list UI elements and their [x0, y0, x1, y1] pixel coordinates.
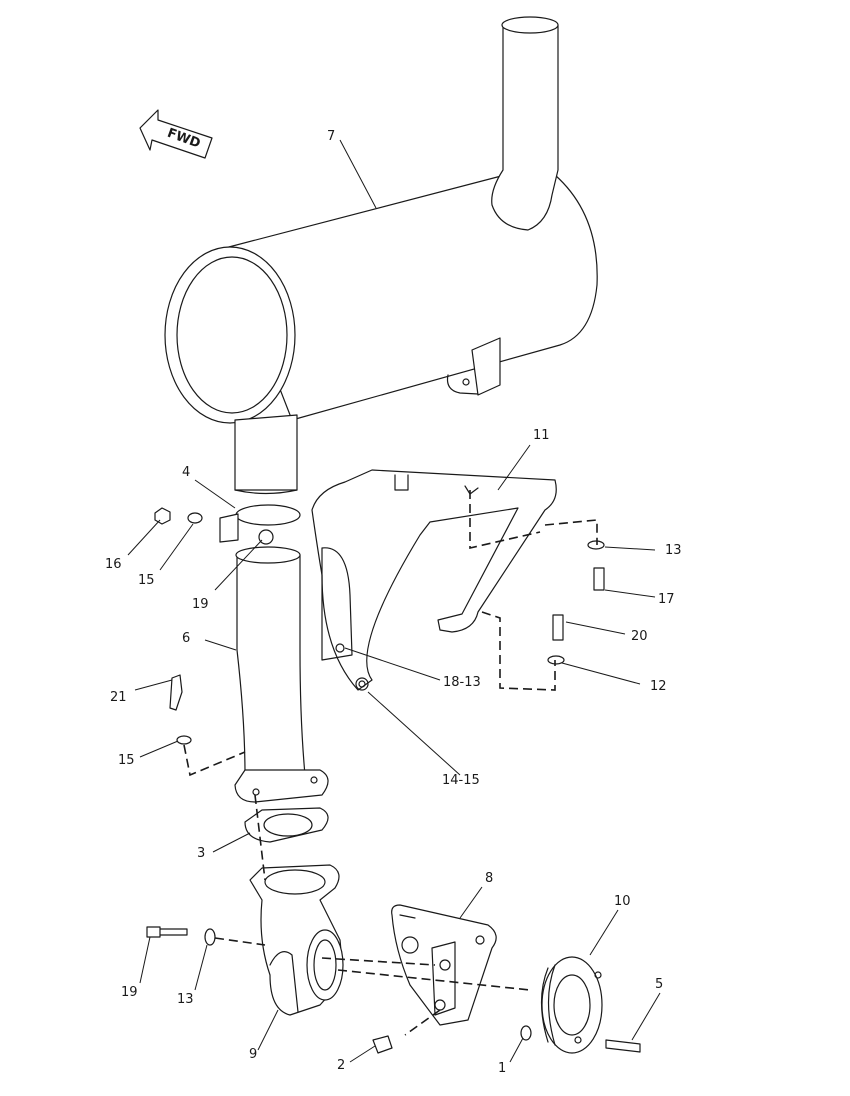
callout-13-right: 13	[665, 543, 682, 558]
fwd-arrow-icon: FWD	[139, 109, 213, 159]
bolt-21	[169, 674, 183, 711]
hardware	[146, 507, 641, 1054]
callout-18-13: 18-13	[443, 675, 481, 690]
callout-15-left: 15	[118, 753, 135, 768]
muffler	[164, 16, 598, 495]
callout-labels: 7 4 11 16 15 19 13 17 20 12 18-13 14-15 …	[105, 129, 682, 1076]
clamp	[219, 504, 301, 545]
callout-5: 5	[655, 977, 663, 992]
callout-4: 4	[182, 465, 190, 480]
gasket	[244, 807, 329, 843]
callout-11: 11	[533, 428, 550, 443]
bolt-20	[552, 614, 564, 641]
callout-2: 2	[337, 1058, 345, 1073]
callout-10: 10	[614, 894, 631, 909]
callout-7: 7	[327, 129, 335, 144]
nut-16	[154, 507, 171, 525]
washer-1	[520, 1025, 532, 1041]
elbow	[249, 864, 344, 1016]
bracket	[311, 469, 557, 691]
bolt-19-bottom	[146, 926, 188, 938]
callout-3: 3	[197, 846, 205, 861]
callout-19-bottom: 19	[121, 985, 138, 1000]
callout-17: 17	[658, 592, 675, 607]
callout-21: 21	[110, 690, 127, 705]
callout-14-15: 14-15	[442, 773, 480, 788]
callout-12: 12	[650, 679, 667, 694]
callout-6: 6	[182, 631, 190, 646]
washer-15-left	[176, 735, 192, 745]
callout-13-bottom: 13	[177, 992, 194, 1007]
bolt-17	[593, 567, 605, 591]
washer-13-right	[587, 540, 605, 550]
callout-20: 20	[631, 629, 648, 644]
callout-9: 9	[249, 1047, 257, 1062]
callout-16: 16	[105, 557, 122, 572]
mounting-plate	[391, 904, 497, 1026]
washer-15-top	[187, 512, 203, 524]
callout-15-top: 15	[138, 573, 155, 588]
nut-2	[372, 1035, 393, 1054]
callout-1: 1	[498, 1061, 506, 1076]
assembly-lines	[183, 490, 598, 1036]
callout-19-top: 19	[192, 597, 209, 612]
exhaust-pipe	[234, 546, 329, 803]
flange	[540, 956, 603, 1054]
leader-lines	[127, 139, 661, 1063]
washer-12	[547, 655, 565, 665]
bolt-5	[605, 1039, 641, 1053]
callout-8: 8	[485, 871, 493, 886]
washer-13-bottom	[204, 928, 216, 946]
